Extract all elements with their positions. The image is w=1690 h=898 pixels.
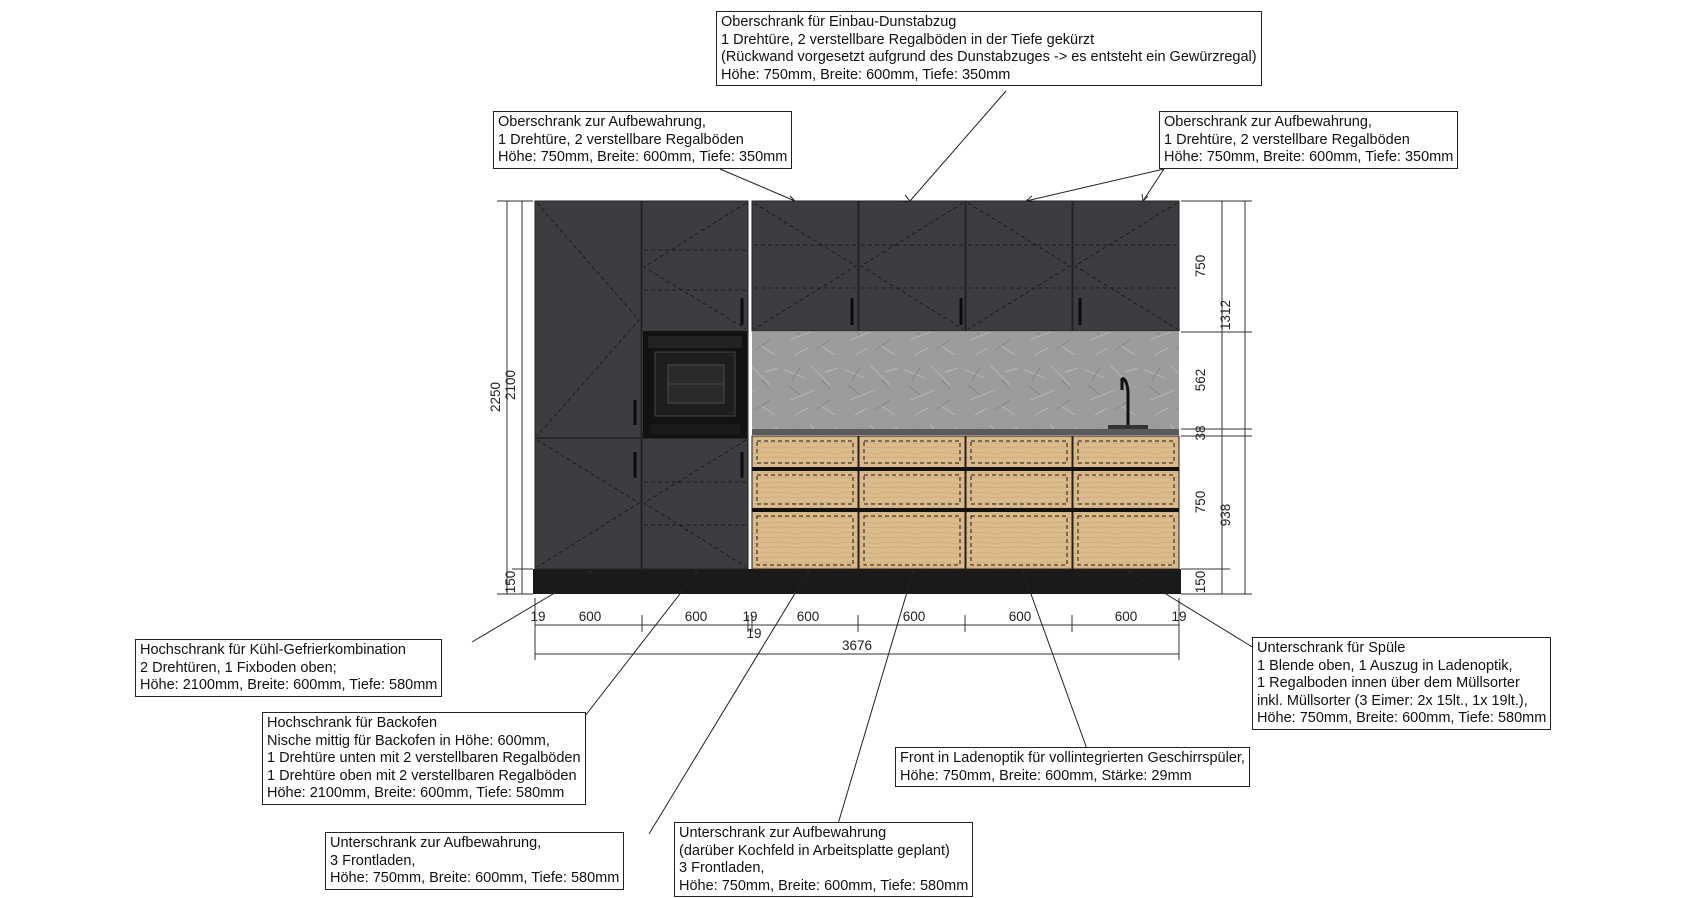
dim-plinth-left: 150 xyxy=(503,571,518,594)
dim-width-4: 600 xyxy=(903,609,926,624)
callout-line: (darüber Kochfeld in Arbeitsplatte gepla… xyxy=(679,842,950,859)
dim-lower-total: 938 xyxy=(1218,504,1233,527)
dim-backsplash: 562 xyxy=(1193,369,1208,392)
callout-fridge-tall: Hochschrank für Kühl-Gefrierkombination … xyxy=(135,639,443,697)
callout-oven-tall: Hochschrank für Backofen Nische mittig f… xyxy=(262,712,586,805)
callout-line: Unterschrank zur Aufbewahrung, xyxy=(330,835,542,851)
wall-cabinet-1 xyxy=(751,200,859,332)
dim-upper-total: 1312 xyxy=(1218,300,1233,330)
wall-cabinet-hood xyxy=(858,200,966,332)
callout-line: Nische mittig für Backofen in Höhe: 600m… xyxy=(267,732,550,749)
callout-line: Höhe: 750mm, Breite: 600mm, Tiefe: 580mm xyxy=(1257,710,1547,726)
backsplash xyxy=(752,332,1179,429)
callout-line: Höhe: 2100mm, Breite: 600mm, Tiefe: 580m… xyxy=(267,785,565,801)
dim-base-unit: 750 xyxy=(1193,491,1208,514)
callout-line: 1 Regalboden innen über dem Müllsorter xyxy=(1257,675,1520,691)
dim-width-1: 600 xyxy=(579,609,602,624)
callout-line: Höhe: 2100mm, Breite: 600mm, Tiefe: 580m… xyxy=(140,677,438,693)
callout-line: (Rückwand vorgesetzt aufgrund des Dunsta… xyxy=(721,49,1257,65)
callout-hood-cabinet: Oberschrank für Einbau-Dunstabzug 1 Dreh… xyxy=(716,11,1262,86)
callout-wall-cabinet-right: Oberschrank zur Aufbewahrung, 1 Drehtüre… xyxy=(1159,111,1459,169)
callout-wall-cabinet-left: Oberschrank zur Aufbewahrung, 1 Drehtüre… xyxy=(493,111,793,169)
callout-line: 3 Frontladen, xyxy=(679,860,765,876)
base-dishwasher-front xyxy=(965,435,1073,570)
callout-base-storage-hob: Unterschrank zur Aufbewahrung (darüber K… xyxy=(674,822,974,897)
callout-line: Oberschrank für Einbau-Dunstabzug xyxy=(721,14,957,30)
callout-dishwasher-front: Front in Ladenoptik für vollintegrierten… xyxy=(895,747,1250,787)
dim-total-height: 2250 xyxy=(488,382,503,412)
dim-worktop: 38 xyxy=(1193,425,1208,440)
callout-line: Oberschrank zur Aufbewahrung, xyxy=(498,114,706,130)
callout-line: Oberschrank zur Aufbewahrung, xyxy=(1164,114,1372,130)
callout-line: 3 Frontladen, xyxy=(330,852,416,869)
dim-width-3: 600 xyxy=(797,609,820,624)
worktop xyxy=(752,429,1179,435)
dim-width-2: 600 xyxy=(685,609,708,624)
callout-line: 1 Drehtüre, 2 verstellbare Regalböden in… xyxy=(721,31,1095,48)
callout-line: 1 Blende oben, 1 Auszug in Ladenoptik, xyxy=(1257,657,1513,674)
plinth xyxy=(533,569,1181,594)
dim-side-panel-mid-bottom: 19 xyxy=(746,626,761,641)
dim-width-5: 600 xyxy=(1009,609,1032,624)
dim-plinth-right: 150 xyxy=(1193,571,1208,594)
callout-line: Höhe: 750mm, Breite: 600mm, Tiefe: 350mm xyxy=(1164,149,1454,165)
dim-overall-width: 3676 xyxy=(842,638,872,653)
sink-tap xyxy=(1108,376,1148,429)
tall-cabinet-fridge xyxy=(534,200,642,570)
callout-line: 1 Drehtüre unten mit 2 verstellbaren Reg… xyxy=(267,750,581,766)
callout-sink-base: Unterschrank für Spüle 1 Blende oben, 1 … xyxy=(1252,637,1552,730)
callout-line: Hochschrank für Kühl-Gefrierkombination xyxy=(140,642,406,658)
dim-wall-unit: 750 xyxy=(1193,255,1208,278)
dimension-lines xyxy=(497,200,1252,660)
callout-line: Hochschrank für Backofen xyxy=(267,715,438,731)
base-cabinet-hob xyxy=(858,435,966,570)
kitchen-front xyxy=(533,200,1181,594)
callout-line: Front in Ladenoptik für vollintegrierten… xyxy=(900,750,1245,766)
dim-side-panel-mid-top: 19 xyxy=(742,609,757,624)
base-sink-cabinet xyxy=(1072,435,1180,570)
callout-line: 1 Drehtüre oben mit 2 verstellbaren Rega… xyxy=(267,767,577,784)
callout-line: Unterschrank zur Aufbewahrung xyxy=(679,825,887,841)
callout-line: Unterschrank für Spüle xyxy=(1257,640,1406,656)
callout-line: 1 Drehtüre, 2 verstellbare Regalböden xyxy=(1164,131,1410,148)
callout-line: Höhe: 750mm, Breite: 600mm, Tiefe: 350mm xyxy=(498,149,788,165)
base-cabinet-1 xyxy=(751,435,859,570)
dim-side-panel-right: 19 xyxy=(1171,609,1186,624)
callout-line: Höhe: 750mm, Breite: 600mm, Tiefe: 580mm xyxy=(679,877,969,894)
oven xyxy=(643,331,747,438)
callout-base-storage-1: Unterschrank zur Aufbewahrung, 3 Frontla… xyxy=(325,832,625,890)
callout-line: inkl. Müllsorter (3 Eimer: 2x 15lt., 1x … xyxy=(1257,692,1528,709)
wall-cabinet-4 xyxy=(1072,200,1180,332)
leader-lines xyxy=(471,90,1255,835)
callout-line: Höhe: 750mm, Breite: 600mm, Tiefe: 580mm xyxy=(330,870,620,886)
callout-line: Höhe: 750mm, Breite: 600mm, Tiefe: 350mm xyxy=(721,66,1011,83)
dim-tall-height: 2100 xyxy=(503,370,518,400)
dim-width-6: 600 xyxy=(1115,609,1138,624)
callout-line: 1 Drehtüre, 2 verstellbare Regalböden xyxy=(498,131,744,148)
dim-side-panel-left: 19 xyxy=(530,609,545,624)
wall-cabinet-3 xyxy=(965,200,1073,332)
callout-line: 2 Drehtüren, 1 Fixboden oben; xyxy=(140,659,337,676)
callout-line: Höhe: 750mm, Breite: 600mm, Stärke: 29mm xyxy=(900,767,1192,784)
